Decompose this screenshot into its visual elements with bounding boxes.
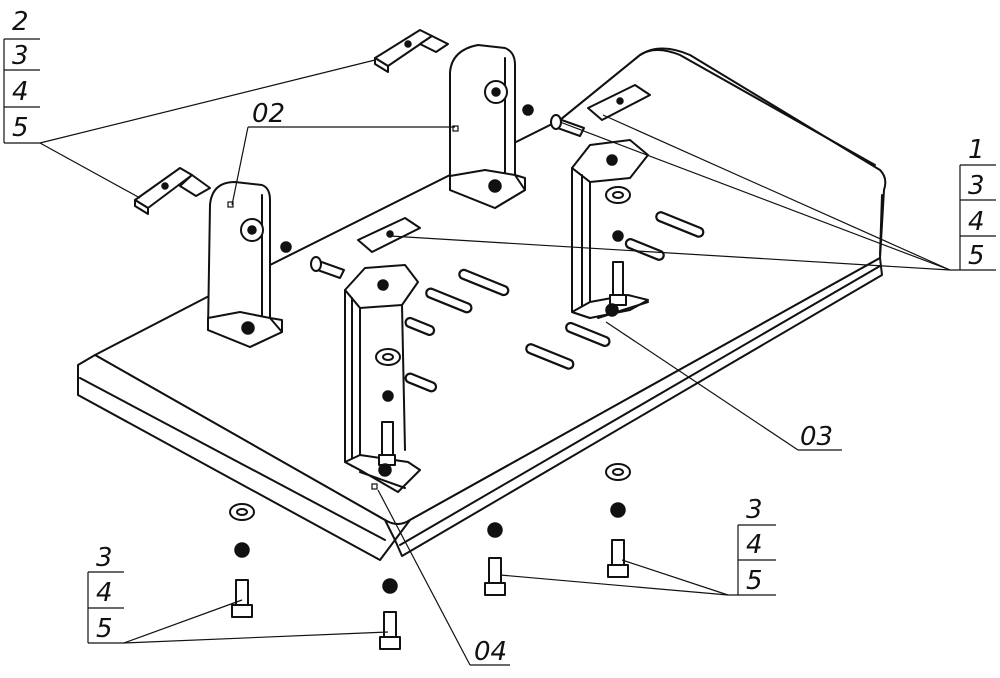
plate-slots — [404, 211, 705, 393]
bracket-left — [207, 181, 283, 348]
slot — [565, 321, 611, 347]
part-label-02: 02 — [252, 99, 285, 129]
callout-label: 5 — [96, 614, 113, 644]
hardware — [134, 29, 651, 650]
slot — [525, 343, 575, 370]
callout-bottom-right: 3 4 5 — [728, 495, 776, 596]
callout-bottom-left: 3 4 5 — [87, 543, 124, 644]
slot — [624, 238, 665, 261]
callout-label: 3 — [96, 543, 113, 573]
callout-label: 3 — [12, 41, 29, 71]
callout-label: 4 — [96, 578, 113, 608]
slot — [404, 316, 436, 336]
callout-right: 1 3 4 5 — [950, 135, 996, 271]
callout-label: 1 — [968, 135, 985, 165]
callout-label: 5 — [968, 241, 985, 271]
callout-label: 5 — [746, 566, 763, 596]
part-labels: 02 03 04 — [252, 99, 833, 667]
slot — [458, 268, 510, 297]
leader-lines — [39, 59, 951, 666]
callout-label: 3 — [968, 171, 985, 201]
callout-top-left: 2 3 4 5 — [3, 7, 40, 144]
callout-label: 4 — [968, 207, 985, 237]
callout-label: 4 — [746, 530, 763, 560]
slot — [404, 372, 438, 393]
callout-label: 2 — [12, 7, 29, 37]
part-label-03: 03 — [800, 422, 833, 452]
slot — [425, 287, 473, 314]
slot — [655, 211, 705, 238]
bracket-top-middle — [449, 44, 526, 209]
part-label-04: 04 — [474, 637, 507, 667]
callout-label: 3 — [746, 495, 763, 525]
callout-label: 4 — [12, 77, 29, 107]
callout-label: 5 — [12, 113, 29, 143]
